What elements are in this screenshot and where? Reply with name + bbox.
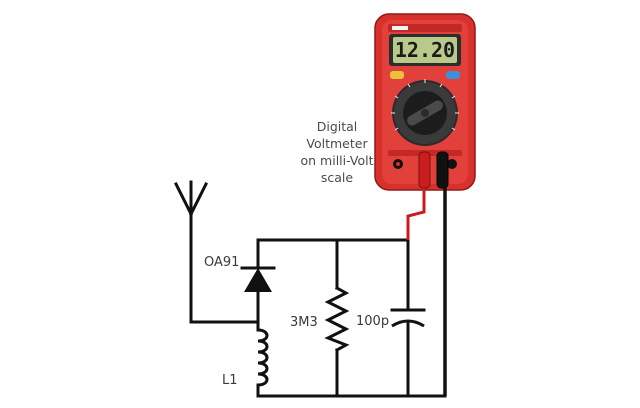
- hold-button[interactable]: [390, 71, 404, 79]
- diode-symbol: [240, 260, 276, 302]
- lcd-screen: [393, 37, 457, 63]
- rotary-dial-knob[interactable]: [403, 91, 447, 135]
- antenna-symbol: [173, 180, 209, 324]
- red-probe-plug[interactable]: [418, 151, 431, 189]
- resistor-symbol: [324, 285, 350, 353]
- digital-multimeter: 12.20: [374, 13, 476, 191]
- lcd-reading: 12.20: [395, 38, 455, 62]
- capacitor-label: 100p: [356, 314, 389, 329]
- inductor-symbol: [256, 328, 269, 387]
- svg-text:on milli-Volt: on milli-Volt: [301, 153, 374, 168]
- circuit-wires: [189, 238, 447, 398]
- svg-text:scale: scale: [321, 170, 354, 185]
- input-jacks: [393, 159, 457, 169]
- capacitor-symbol: [390, 308, 426, 328]
- resistor-label: 3M3: [290, 315, 318, 330]
- svg-text:Digital: Digital: [317, 119, 358, 134]
- inductor-label: L1: [222, 373, 238, 388]
- backlight-button[interactable]: [446, 71, 460, 79]
- black-probe-plug[interactable]: [436, 151, 449, 189]
- diode-label: OA91: [204, 255, 239, 270]
- svg-text:Voltmeter: Voltmeter: [306, 136, 368, 151]
- red-probe-lead: [406, 188, 426, 240]
- meter-note: Digital Voltmeter on milli-Volt scale: [301, 119, 374, 185]
